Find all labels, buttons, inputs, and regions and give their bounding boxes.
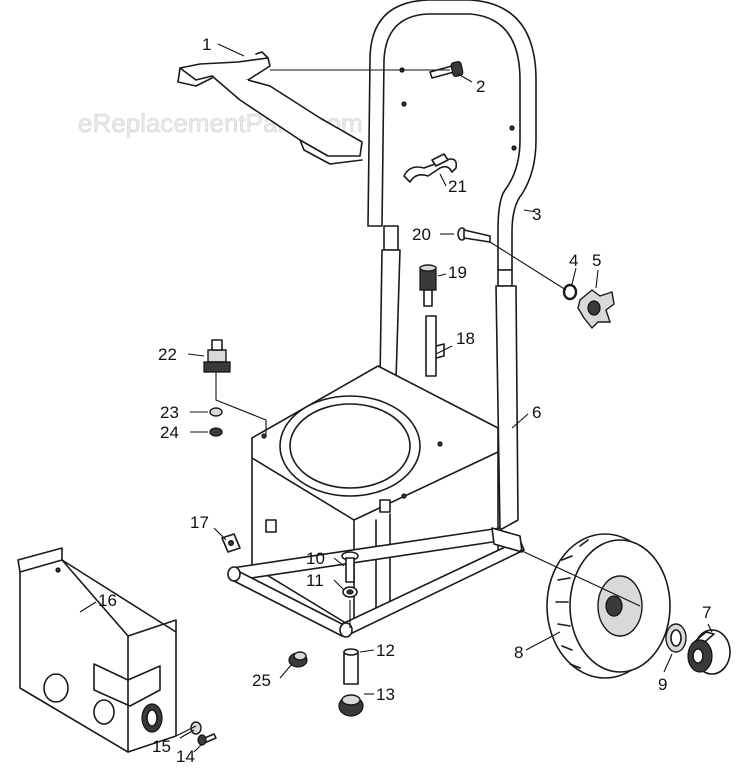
part-18-bracket[interactable]	[425, 315, 445, 377]
callout-16: 16	[98, 591, 117, 610]
part-3-frame-handle[interactable]	[367, 0, 537, 531]
callout-21: 21	[448, 177, 467, 196]
part-6-frame-base[interactable]	[251, 365, 499, 629]
callout-25: 25	[252, 671, 271, 690]
axle-crossbars[interactable]	[227, 527, 525, 638]
part-14-screw[interactable]	[197, 733, 217, 746]
callout-18: 18	[456, 329, 475, 348]
part-16-cover-panel[interactable]	[17, 547, 177, 753]
part-5-star-knob[interactable]	[577, 289, 615, 330]
callout-6: 6	[532, 403, 541, 422]
callout-4: 4	[569, 251, 578, 270]
part-1-handle-bracket[interactable]	[177, 51, 363, 165]
callout-19: 19	[448, 263, 467, 282]
callout-2: 2	[476, 77, 485, 96]
callout-14: 14	[176, 747, 195, 766]
callout-22: 22	[158, 345, 177, 364]
part-4-washer[interactable]	[562, 283, 578, 301]
callout-10: 10	[306, 549, 325, 568]
callout-15: 15	[152, 737, 171, 756]
callout-1: 1	[202, 35, 211, 54]
callout-17: 17	[190, 513, 209, 532]
part-20-bolt[interactable]	[457, 227, 491, 243]
callout-9: 9	[658, 675, 667, 694]
part-11-washer[interactable]	[342, 586, 358, 598]
callout-12: 12	[376, 641, 395, 660]
part-17-clip[interactable]	[221, 533, 241, 553]
callout-5: 5	[592, 251, 601, 270]
part-8-wheel[interactable]	[546, 533, 671, 679]
callout-labels: 1 2 3 4 5 6 7 8 9 10 11 12 13 14 15 16 1…	[98, 35, 711, 766]
leader-lines	[79, 43, 713, 753]
part-9-retaining-ring[interactable]	[665, 623, 687, 653]
part-23-washer[interactable]	[209, 407, 223, 417]
part-25-cap-plug[interactable]	[288, 651, 308, 668]
callout-13: 13	[376, 685, 395, 704]
part-24-nut[interactable]	[209, 427, 223, 437]
part-7-hub-cap[interactable]	[687, 629, 731, 675]
callout-24: 24	[160, 423, 179, 442]
part-12-spacer[interactable]	[343, 648, 359, 685]
part-22-vibration-mount[interactable]	[203, 339, 231, 373]
part-2-bolt[interactable]	[429, 61, 464, 79]
callout-11: 11	[306, 571, 324, 590]
callout-7: 7	[702, 603, 711, 622]
part-13-foot[interactable]	[338, 694, 364, 717]
part-10-bolt[interactable]	[341, 551, 359, 583]
part-21-clamp[interactable]	[403, 153, 458, 183]
callout-23: 23	[160, 403, 179, 422]
callout-3: 3	[532, 205, 541, 224]
part-19-mount[interactable]	[419, 264, 437, 307]
callout-8: 8	[514, 643, 523, 662]
callout-20: 20	[412, 225, 431, 244]
